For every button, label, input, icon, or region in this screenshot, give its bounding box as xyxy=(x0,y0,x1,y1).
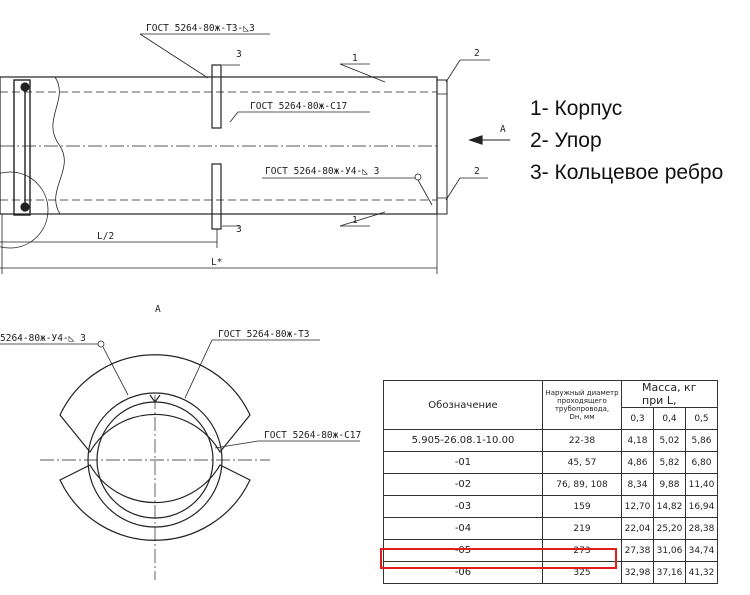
header-designation: Обозначение xyxy=(383,380,543,430)
cell-mass: 5,82 xyxy=(653,451,686,474)
cell-mass: 37,16 xyxy=(653,561,686,584)
section-view xyxy=(0,339,360,580)
cell-mass: 4,18 xyxy=(621,429,654,452)
cell-designation: 5.905-26.08.1-10.00 xyxy=(383,429,543,452)
cell-mass: 22,04 xyxy=(621,517,654,540)
cell-mass: 28,38 xyxy=(685,517,718,540)
table-row: -04 219 22,04 25,20 28,38 xyxy=(383,517,718,540)
cell-mass: 41,32 xyxy=(685,561,718,584)
cell-mass: 27,38 xyxy=(621,539,654,562)
table-row: -03 159 12,70 14,82 16,94 xyxy=(383,495,718,518)
cell-diameter: 22-38 xyxy=(542,429,622,452)
dimension-half: L/2 xyxy=(97,231,114,242)
table-row: 5.905-26.08.1-10.00 22-38 4,18 5,02 5,86 xyxy=(383,429,718,452)
cell-designation: -04 xyxy=(383,517,543,540)
legend-item-body: 1- Корпус xyxy=(530,97,623,120)
highlight-box xyxy=(380,548,617,569)
gost-label-low: ГОСТ 5264-80ж-У4-◺ 3 xyxy=(265,166,379,177)
table-row: -01 45, 57 4,86 5,82 6,80 xyxy=(383,451,718,474)
cell-designation: -03 xyxy=(383,495,543,518)
table-row: -02 76, 89, 108 8,34 9,88 11,40 xyxy=(383,473,718,496)
header-diameter: Наружный диаметр проходящего трубопровод… xyxy=(542,380,622,430)
callout-2-bottom: 2 xyxy=(474,166,480,177)
parts-legend: 1- Корпус 2- Упор 3- Кольцевое ребро xyxy=(530,93,723,189)
callout-1-top: 1 xyxy=(352,53,358,64)
cell-mass: 25,20 xyxy=(653,517,686,540)
cell-mass: 8,34 xyxy=(621,473,654,496)
cell-mass: 34,74 xyxy=(685,539,718,562)
cell-mass: 32,98 xyxy=(621,561,654,584)
cell-mass: 12,70 xyxy=(621,495,654,518)
header-length-1: 0,4 xyxy=(653,407,686,430)
cell-diameter: 159 xyxy=(542,495,622,518)
legend-item-stop: 2- Упор xyxy=(530,129,602,152)
legend-item-ring-rib: 3- Кольцевое ребро xyxy=(530,161,724,184)
cell-mass: 11,40 xyxy=(685,473,718,496)
cell-mass: 4,86 xyxy=(621,451,654,474)
dimension-full: L* xyxy=(211,257,222,268)
header-length-2: 0,5 xyxy=(685,407,718,430)
callout-2-top: 2 xyxy=(474,48,480,59)
cell-diameter: 76, 89, 108 xyxy=(542,473,622,496)
cell-diameter: 325 xyxy=(542,561,622,584)
callout-1-bottom: 1 xyxy=(352,215,358,226)
cell-mass: 6,80 xyxy=(685,451,718,474)
ring-rib-top xyxy=(211,64,222,129)
gost-label-mid: ГОСТ 5264-80ж-С17 xyxy=(250,101,347,112)
gost-label-section-right: ГОСТ 5264-80ж-Т3 xyxy=(218,329,310,340)
header-mass: Масса, кг при L, xyxy=(621,380,718,408)
ring-rib-bottom xyxy=(211,163,222,230)
callout-3-bottom: 3 xyxy=(236,224,242,235)
cell-mass: 9,88 xyxy=(653,473,686,496)
cell-mass: 5,86 xyxy=(685,429,718,452)
table-row: -05 273 27,38 31,06 34,74 xyxy=(383,539,718,562)
gost-label-section-left: 5264-80ж-У4-◺ 3 xyxy=(0,333,86,344)
callout-3-top: 3 xyxy=(236,49,242,60)
section-view-label: A xyxy=(155,304,161,315)
table-row-highlighted: -06 325 32,98 37,16 41,32 xyxy=(383,561,718,584)
mass-table: Обозначение Наружный диаметр проходящего… xyxy=(383,380,718,584)
gost-label-section-lower: ГОСТ 5264-80ж-С17 xyxy=(264,430,361,441)
cell-diameter: 219 xyxy=(542,517,622,540)
cell-diameter: 45, 57 xyxy=(542,451,622,474)
cell-mass: 14,82 xyxy=(653,495,686,518)
cell-mass: 5,02 xyxy=(653,429,686,452)
cell-designation: -02 xyxy=(383,473,543,496)
gost-label-top: ГОСТ 5264-80ж-Т3-◺3 xyxy=(146,23,255,34)
cell-mass: 16,94 xyxy=(685,495,718,518)
pipe-body xyxy=(0,76,438,215)
header-length-0: 0,3 xyxy=(621,407,654,430)
cell-mass: 31,06 xyxy=(653,539,686,562)
view-arrow-label: A xyxy=(500,124,506,135)
cell-designation: -01 xyxy=(383,451,543,474)
